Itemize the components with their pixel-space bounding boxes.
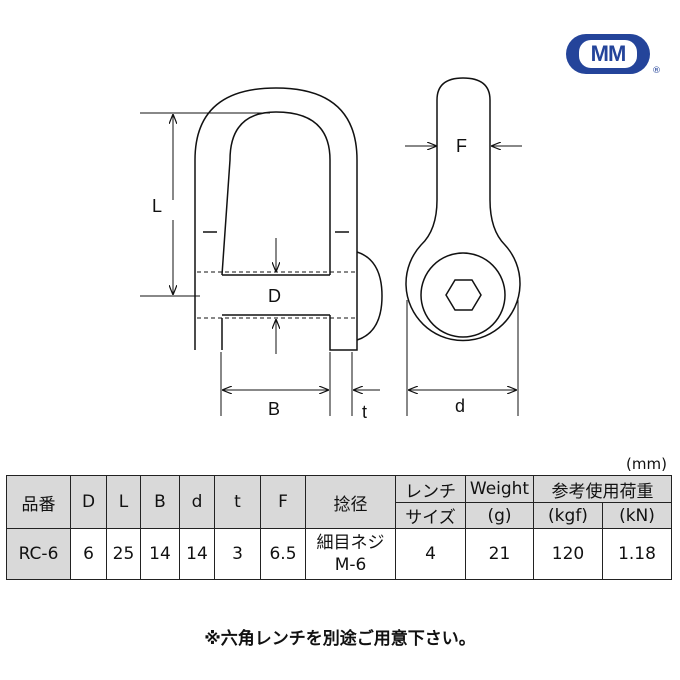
cell-kgf: 120 bbox=[533, 528, 603, 580]
spec-table: 品番 D L B d t F 捻径 レンチ Weight 参考使用荷重 サイズ … bbox=[6, 475, 672, 580]
header-thread: 捻径 bbox=[305, 475, 396, 529]
cell-kn: 1.18 bbox=[602, 528, 672, 580]
mm-logo: MM bbox=[566, 34, 650, 74]
header-wrench-1: レンチ bbox=[395, 475, 466, 503]
shackle-side-view bbox=[405, 77, 521, 342]
shackle-technical-drawing: L D B t d F bbox=[140, 77, 522, 422]
header-d: d bbox=[179, 475, 215, 529]
footnote: ※六角レンチを別途ご用意下さい。 bbox=[204, 629, 476, 649]
cell-part-no: RC-6 bbox=[6, 528, 71, 580]
header-wrench-2: サイズ bbox=[395, 502, 466, 529]
header-t: t bbox=[214, 475, 261, 529]
shackle-front-view bbox=[194, 87, 383, 351]
header-B: B bbox=[140, 475, 180, 529]
label-B: B bbox=[268, 399, 280, 419]
cell-L: 25 bbox=[106, 528, 141, 580]
label-t: t bbox=[362, 402, 367, 422]
logo-text: MM bbox=[590, 41, 627, 66]
registered-mark: ® bbox=[652, 66, 661, 76]
cell-thread-2: M-6 bbox=[334, 555, 367, 575]
cell-d: 14 bbox=[179, 528, 215, 580]
header-kn: (kN) bbox=[602, 502, 672, 529]
cell-F: 6.5 bbox=[260, 528, 306, 580]
header-load: 参考使用荷重 bbox=[533, 475, 672, 503]
cell-wrench: 4 bbox=[395, 528, 466, 580]
label-F: F bbox=[456, 136, 467, 156]
header-kgf: (kgf) bbox=[533, 502, 603, 529]
cell-weight: 21 bbox=[465, 528, 534, 580]
header-weight-2: (g) bbox=[465, 502, 534, 529]
hex-socket-icon bbox=[445, 279, 482, 311]
cell-t: 3 bbox=[214, 528, 261, 580]
header-F: F bbox=[260, 475, 306, 529]
cell-B: 14 bbox=[140, 528, 180, 580]
unit-label: (mm) bbox=[626, 455, 667, 473]
header-D: D bbox=[70, 475, 107, 529]
header-L: L bbox=[106, 475, 141, 529]
label-d: d bbox=[455, 396, 465, 416]
header-part-no: 品番 bbox=[6, 475, 71, 529]
cell-D: 6 bbox=[70, 528, 107, 580]
label-L: L bbox=[152, 196, 162, 216]
cell-thread-1: 細目ネジ bbox=[316, 533, 385, 553]
label-D: D bbox=[268, 286, 281, 306]
header-weight-1: Weight bbox=[465, 475, 534, 503]
